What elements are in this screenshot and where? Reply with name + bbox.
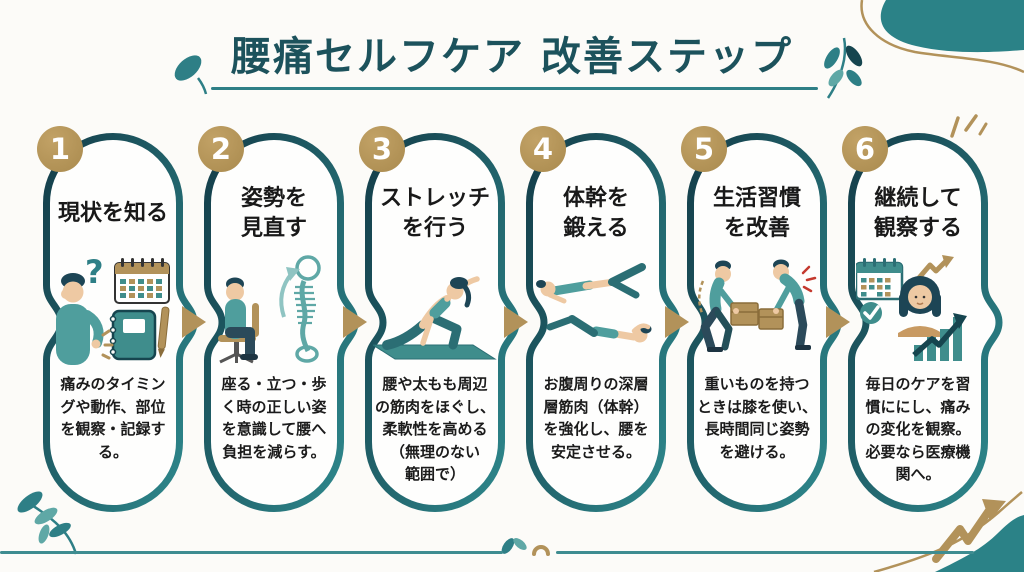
step-capsule-2: 2 姿勢を 見直す — [198, 126, 344, 512]
step-title: 生活習慣 を改善 — [712, 186, 801, 241]
step-description: 毎日のケアを習 慣ににし、痛み の変化を観察。 必要なら医療機 関へ。 — [865, 375, 971, 483]
step-capsule-4: 4 体幹を 鍛える — [520, 126, 666, 512]
box-icon — [730, 302, 759, 326]
step-description: 重いものを持つ ときは膝を使い、 長時間同じ姿勢 を避ける。 — [696, 375, 817, 461]
page-title: 腰痛セルフケア 改善ステップ — [231, 34, 793, 80]
step-capsule-6: 6 継続して 観察する — [842, 126, 988, 512]
arrow-right-icon — [182, 306, 206, 338]
step-number-badge: 5 — [681, 126, 727, 172]
bottom-divider-line — [0, 551, 503, 554]
woman-stretching-on-mat-illustration — [373, 247, 497, 371]
leaf-sprig-icon — [824, 37, 863, 99]
pain-spark-icon — [801, 265, 817, 293]
person-backpain-calendar-notebook-illustration: ? — [51, 247, 175, 371]
plank-pose-icon — [536, 263, 646, 304]
arrow-right-icon — [504, 306, 528, 338]
person-sitting-icon — [218, 277, 259, 364]
corner-blob-bottom-right-icon — [873, 491, 1024, 572]
person-back-pain-icon — [56, 273, 114, 365]
stretching-woman-icon — [382, 276, 480, 350]
yoga-mat-icon — [373, 344, 497, 360]
crunch-pose-icon — [546, 315, 652, 343]
bar-chart-rising-arrow-icon — [912, 313, 967, 361]
step-capsule-5: 5 — [681, 126, 827, 512]
notebook-icon — [109, 309, 157, 361]
step-title: 現状を知る — [57, 201, 168, 227]
seated-posture-spine-illustration — [212, 247, 336, 371]
step-number-badge: 6 — [842, 126, 888, 172]
step-title: 体幹を 鍛える — [562, 186, 629, 241]
leaf-icon — [174, 55, 208, 95]
step-title: 姿勢を 見直す — [240, 186, 307, 241]
sparkle-icon — [950, 114, 988, 138]
spine-icon — [279, 255, 321, 363]
step-capsule-1: 1 現状を知る ? — [37, 126, 183, 512]
zigzag-growth-arrow-icon — [932, 505, 994, 563]
bottom-divider-line — [556, 551, 974, 554]
leaf-pair-bottom-center-icon — [501, 538, 550, 556]
leaf-sprig-bottom-left-icon — [17, 491, 78, 555]
man-lifting-incorrectly-icon — [758, 259, 817, 350]
step-title: 継続して 観察する — [873, 186, 962, 241]
corner-blob-top-right-icon — [860, 0, 1024, 74]
gold-growth-arrow-icon — [915, 256, 951, 282]
calendar-icon — [856, 258, 904, 301]
pen-icon — [157, 306, 170, 358]
svg-text:?: ? — [85, 253, 104, 291]
arrow-right-icon — [665, 306, 689, 338]
man-lifting-correctly-icon — [698, 260, 759, 352]
step-description: 痛みのタイミン グや動作、部位 を観察・記録す る。 — [60, 375, 166, 461]
step-number-badge: 4 — [520, 126, 566, 172]
step-title: ストレッチ を行う — [379, 186, 490, 241]
step-capsule-3: 3 ストレッチ を行う — [359, 126, 505, 512]
arrow-right-icon — [343, 306, 367, 338]
calendar-icon — [114, 258, 170, 304]
step-number-badge: 2 — [198, 126, 244, 172]
calendar-woman-chart-illustration — [856, 247, 980, 371]
arrow-right-icon — [826, 306, 850, 338]
step-number-badge: 1 — [37, 126, 83, 172]
woman-face-icon — [898, 276, 942, 337]
step-description: 座る・立つ・歩 く時の正しい姿 を意識して腰へ 負担を減らす。 — [221, 375, 327, 461]
title-underline — [211, 87, 818, 90]
box-icon — [758, 308, 784, 330]
up-arrow-icon — [286, 267, 300, 281]
step-description: 腰や太もも周辺 の筋肉をほぐし、 柔軟性を高める （無理のない 範囲で） — [374, 375, 495, 483]
step-number-badge: 3 — [359, 126, 405, 172]
step-description: お腹周りの深層 層筋肉（体幹） を強化し、腰を 安定させる。 — [543, 375, 649, 461]
plank-and-crunch-illustration — [534, 247, 658, 371]
lifting-boxes-illustration — [695, 247, 819, 371]
